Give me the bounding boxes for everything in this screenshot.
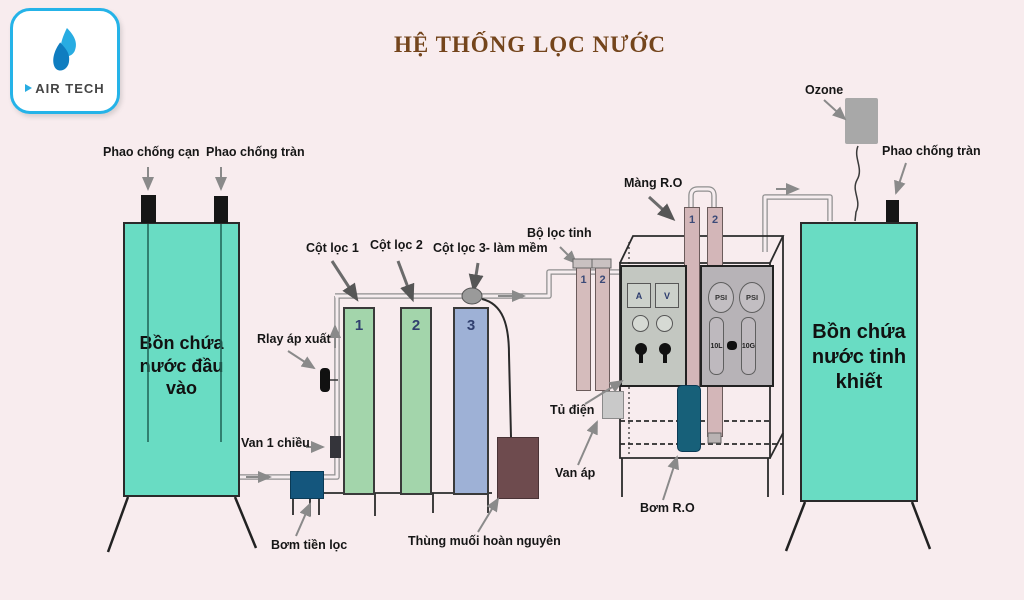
filter-column-2-number: 2	[411, 317, 421, 334]
page-title: HỆ THỐNG LỌC NƯỚC	[394, 32, 666, 57]
salt-regeneration-tank	[497, 437, 539, 499]
leader-arrows-big	[330, 195, 676, 303]
ro-membrane-2-number: 2	[711, 214, 719, 226]
logo-brand-text: AIR TECH	[35, 80, 105, 96]
output-tank-label-line3: khiết	[835, 371, 883, 393]
pressure-gauge-left-label: PSI	[714, 293, 728, 302]
label-van-1-chieu: Van 1 chiều	[241, 436, 310, 450]
label-bom-tien-loc: Bơm tiền lọc	[271, 538, 348, 552]
flow-arrows	[246, 183, 800, 483]
one-way-valve	[330, 436, 341, 458]
membrane-2-foot	[707, 432, 722, 444]
label-tu-dien: Tủ điện	[550, 403, 595, 417]
label-bo-loc-tinh: Bộ lọc tinh	[527, 226, 592, 240]
filter-column-3-softener: 3	[453, 307, 489, 495]
flow-meter-left-label: 10L	[710, 342, 723, 350]
ro-pump	[677, 385, 701, 452]
filter-column-3-number: 3	[466, 317, 476, 334]
output-tank-label-line1: Bồn chứa	[812, 321, 906, 343]
logo-brand-row: AIR TECH	[25, 81, 104, 96]
overflow-float-sensor-right	[886, 200, 899, 222]
overflow-float-sensor-left	[214, 196, 228, 223]
ammeter: A	[627, 283, 651, 308]
hoses-and-wires	[330, 145, 861, 438]
filter-column-1-number: 1	[354, 317, 364, 334]
label-phao-chong-tran-left: Phao chống tràn	[206, 145, 305, 159]
fine-filter-2-cap	[591, 258, 612, 269]
input-tank-label-line2: nước đầu vào	[139, 355, 224, 399]
softener-valve-head	[461, 287, 483, 305]
indicator-lamp-1	[632, 315, 649, 332]
voltmeter: V	[655, 283, 679, 308]
flow-meter-right: 10G	[741, 317, 756, 375]
output-tank-label: Bồn chứa nước tinh khiết	[802, 320, 916, 395]
fine-filter-1-number: 1	[580, 274, 587, 286]
key-switch-2	[659, 343, 671, 363]
fine-filter-1: 1	[576, 267, 591, 391]
fine-filter-1-cap	[572, 258, 593, 269]
voltmeter-label: V	[663, 290, 670, 301]
logo-triangle-icon	[25, 84, 33, 92]
low-level-float-sensor	[141, 195, 156, 223]
flow-meter-left: 10L	[709, 317, 724, 375]
ozone-generator	[845, 98, 878, 144]
label-cot-loc-2: Cột lọc 2	[370, 238, 423, 252]
input-tank-label-line1: Bồn chứa	[139, 333, 224, 353]
label-van-ap: Van áp	[555, 466, 596, 480]
pressure-gauge-left: PSI	[708, 282, 734, 313]
gauge-panel-right: PSI PSI 10L 10G	[700, 265, 774, 387]
prefilter-pump	[290, 471, 324, 499]
leader-arrows	[142, 99, 907, 537]
flame-icon	[53, 27, 76, 71]
fine-filter-2-number: 2	[599, 274, 606, 286]
ro-membrane-1-number: 1	[688, 214, 696, 226]
input-tank-label: Bồn chứa nước đầu vào	[125, 332, 238, 400]
pressure-gauge-right: PSI	[739, 282, 765, 313]
electrical-panel-left: A V	[620, 265, 687, 387]
label-cot-loc-1: Cột lọc 1	[306, 241, 359, 255]
label-bom-ro: Bơm R.O	[640, 501, 695, 515]
panel-emblem-icon	[727, 341, 737, 350]
key-switch-1	[635, 343, 647, 363]
label-rlay-ap-xuat: Rlay áp xuất	[257, 332, 331, 346]
pressure-gauge-right-label: PSI	[745, 293, 759, 302]
pressure-relay	[320, 368, 330, 392]
indicator-lamp-2	[656, 315, 673, 332]
air-tech-logo: AIR TECH	[10, 8, 120, 114]
output-tank-label-line2: nước tinh	[811, 346, 907, 368]
filter-column-1: 1	[343, 307, 375, 495]
label-thung-muoi: Thùng muối hoàn nguyên	[408, 534, 561, 548]
filter-column-2: 2	[400, 307, 432, 495]
label-phao-chong-can: Phao chống cạn	[103, 145, 200, 159]
ammeter-label: A	[635, 290, 643, 301]
label-ozone: Ozone	[805, 83, 844, 97]
output-tank: Bồn chứa nước tinh khiết	[800, 222, 918, 502]
label-phao-chong-tran-right: Phao chống tràn	[882, 144, 981, 158]
float-rods	[147, 224, 222, 442]
tank-legs	[106, 496, 932, 553]
label-cot-loc-3: Cột lọc 3- làm mềm	[433, 241, 548, 255]
label-mang-ro: Màng R.O	[624, 176, 683, 190]
flow-meter-right-label: 10G	[741, 342, 756, 350]
